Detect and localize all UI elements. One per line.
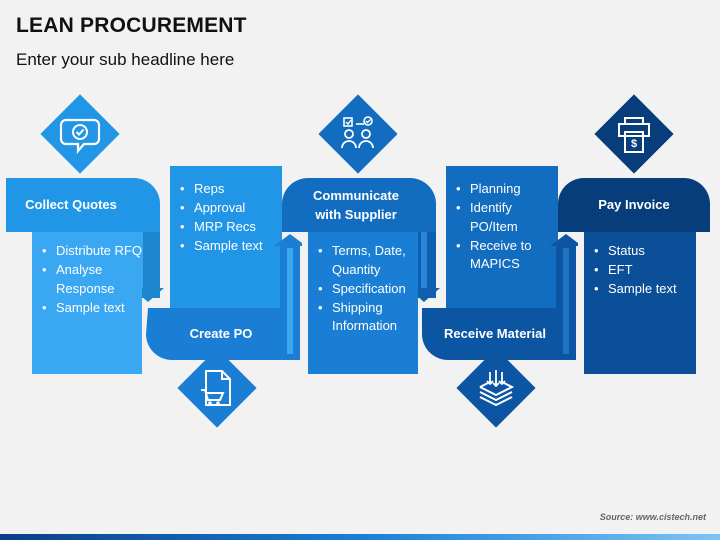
step-2-band-shape: [146, 234, 302, 360]
stack-download-icon: [479, 370, 515, 407]
step-5-header-shape: [558, 178, 710, 232]
step-1-label: Collect Quotes: [25, 196, 117, 212]
step-collect-quotes: Collect Quotes Distribute RFQ Analyse Re…: [6, 94, 166, 380]
step-3-item: Specification: [318, 280, 418, 299]
footer-gradient-bar: [0, 534, 720, 540]
step-1-item: Analyse Response: [42, 261, 142, 299]
page-title: LEAN PROCUREMENT: [16, 14, 247, 37]
step-3-label: Communicate with Supplier: [313, 188, 399, 222]
step-2-item: Approval: [180, 199, 282, 218]
step-5-item: EFT: [594, 261, 696, 280]
step-4-item: Identify PO/Item: [456, 199, 558, 237]
step-5-item: Status: [594, 242, 696, 261]
step-2-item: Sample text: [180, 237, 282, 256]
step-receive-material: Planning Identify PO/Item Receive to MAP…: [418, 164, 578, 446]
step-5-body: Status EFT Sample text: [584, 232, 696, 374]
step-5-item: Sample text: [594, 280, 696, 299]
step-4-body: Planning Identify PO/Item Receive to MAP…: [446, 166, 558, 308]
step-5-label: Pay Invoice: [598, 196, 670, 212]
step-4-label: Receive Material: [444, 325, 546, 341]
printer-invoice-icon: $: [618, 117, 650, 153]
step-2-item: Reps: [180, 180, 282, 199]
step-4-item: Planning: [456, 180, 558, 199]
step-communicate-supplier: Communicate with Supplier Terms, Date, Q…: [282, 94, 442, 380]
step-3-item: Shipping Information: [318, 299, 418, 337]
people-checklist-icon: [341, 116, 374, 149]
step-1-item: Sample text: [42, 299, 142, 318]
step-3-item: Terms, Date, Quantity: [318, 242, 418, 280]
step-1-item: Distribute RFQ: [42, 242, 142, 261]
step-2-body: Reps Approval MRP Recs Sample text: [170, 166, 282, 308]
step-4-item: Receive to MAPICS: [456, 237, 558, 275]
step-4-band-shape: [422, 234, 578, 360]
step-2-label: Create PO: [189, 325, 253, 341]
svg-text:$: $: [631, 138, 637, 150]
source-note: Source: www.cistech.net: [599, 512, 706, 522]
step-2-item: MRP Recs: [180, 218, 282, 237]
page-subtitle: Enter your sub headline here: [16, 50, 235, 69]
chat-check-icon: [59, 118, 101, 154]
step-pay-invoice: $ Pay Invoice Status EFT Sample text: [558, 94, 718, 380]
step-3-body: Terms, Date, Quantity Specification Ship…: [308, 232, 418, 374]
step-1-body: Distribute RFQ Analyse Response Sample t…: [32, 232, 142, 374]
step-create-po: Reps Approval MRP Recs Sample text Creat…: [142, 164, 302, 430]
document-cart-icon: [201, 370, 231, 406]
